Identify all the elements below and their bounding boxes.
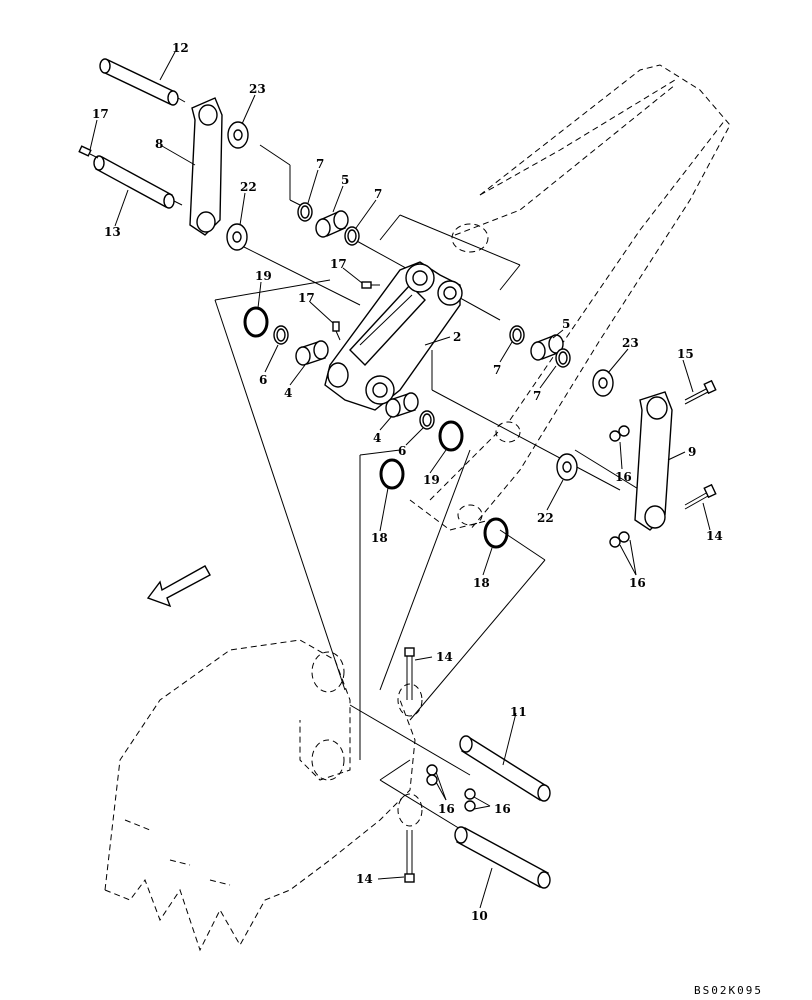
grease-fitting-17b bbox=[361, 281, 380, 289]
pin-11 bbox=[459, 735, 551, 802]
callout-18-a: 18 bbox=[371, 531, 388, 545]
callout-17-c: 17 bbox=[298, 291, 315, 305]
seal-6-left bbox=[273, 325, 289, 345]
nut-16-a bbox=[609, 425, 630, 442]
callout-7-c: 7 bbox=[493, 363, 501, 377]
callout-23-a: 23 bbox=[249, 82, 266, 96]
grease-fitting-17c bbox=[332, 321, 341, 341]
nut-16-d bbox=[464, 788, 476, 812]
callout-7-a: 7 bbox=[316, 157, 324, 171]
o-ring-19-left bbox=[243, 306, 269, 338]
bushing-5-upper bbox=[315, 210, 349, 238]
shim-23-right bbox=[592, 369, 614, 397]
bucket-ghost-outline bbox=[104, 639, 423, 952]
callout-10: 10 bbox=[471, 909, 488, 923]
callout-4-a: 4 bbox=[284, 386, 292, 400]
bushing-5-right bbox=[530, 334, 564, 361]
callout-8: 8 bbox=[155, 137, 163, 151]
callout-12: 12 bbox=[172, 41, 189, 55]
grease-fitting-17a bbox=[78, 145, 99, 159]
callout-11: 11 bbox=[510, 705, 527, 719]
shim-22-right bbox=[556, 453, 578, 481]
callout-22-b: 22 bbox=[537, 511, 554, 525]
callout-16-d: 16 bbox=[494, 802, 511, 816]
callout-9: 9 bbox=[688, 445, 696, 459]
seal-7-a bbox=[297, 202, 313, 222]
callout-14-c: 14 bbox=[356, 872, 373, 886]
callout-5-a: 5 bbox=[341, 173, 349, 187]
link-9 bbox=[634, 391, 673, 531]
callout-2: 2 bbox=[453, 330, 461, 344]
o-ring-19-lower bbox=[438, 420, 464, 452]
callout-22-a: 22 bbox=[240, 180, 257, 194]
callout-18-b: 18 bbox=[473, 576, 490, 590]
callout-5-b: 5 bbox=[562, 317, 570, 331]
nut-16-c bbox=[426, 764, 438, 786]
link-2 bbox=[324, 261, 463, 411]
shim-22-left bbox=[226, 223, 248, 251]
callout-16-a: 16 bbox=[615, 470, 632, 484]
shim-23-left bbox=[227, 121, 249, 149]
seal-6-lower bbox=[419, 410, 435, 430]
callout-19-a: 19 bbox=[255, 269, 272, 283]
seal-7-b bbox=[344, 226, 360, 246]
o-ring-18-left bbox=[379, 458, 405, 490]
pin-12 bbox=[99, 58, 186, 106]
bolt-14-upper bbox=[404, 647, 415, 700]
pin-13 bbox=[93, 155, 183, 209]
bolt-14-right bbox=[684, 483, 717, 510]
callout-7-d: 7 bbox=[533, 389, 541, 403]
callout-7-b: 7 bbox=[374, 187, 382, 201]
callout-13: 13 bbox=[104, 225, 121, 239]
assembly-lines bbox=[214, 144, 641, 836]
bushing-4-left bbox=[295, 340, 329, 366]
callout-16-b: 16 bbox=[629, 576, 646, 590]
bolt-14-lower bbox=[404, 830, 415, 883]
callout-19-b: 19 bbox=[423, 473, 440, 487]
callout-leaders bbox=[89, 51, 711, 909]
callout-23-b: 23 bbox=[622, 336, 639, 350]
callout-6-a: 6 bbox=[259, 373, 267, 387]
callout-14-b: 14 bbox=[436, 650, 453, 664]
callout-labels: 12 17 8 23 13 7 5 7 22 17 19 17 2 6 4 7 … bbox=[92, 41, 723, 923]
callout-16-c: 16 bbox=[438, 802, 455, 816]
nut-16-b bbox=[609, 531, 630, 548]
arm-ghost-outline bbox=[409, 64, 731, 531]
callout-14-a: 14 bbox=[706, 529, 723, 543]
callout-15: 15 bbox=[677, 347, 694, 361]
seal-7-c bbox=[509, 325, 525, 345]
link-8 bbox=[189, 97, 223, 236]
seal-7-d bbox=[555, 348, 571, 368]
callout-17-a: 17 bbox=[92, 107, 109, 121]
drawing-code: BS02K095 bbox=[694, 984, 763, 997]
bolt-15 bbox=[684, 379, 717, 405]
pin-10 bbox=[454, 826, 551, 889]
callout-17-b: 17 bbox=[330, 257, 347, 271]
callout-6-b: 6 bbox=[398, 444, 406, 458]
front-direction-arrow bbox=[146, 565, 211, 608]
callout-4-b: 4 bbox=[373, 431, 381, 445]
bushing-4-lower bbox=[385, 392, 419, 418]
o-ring-18-right bbox=[483, 517, 509, 549]
